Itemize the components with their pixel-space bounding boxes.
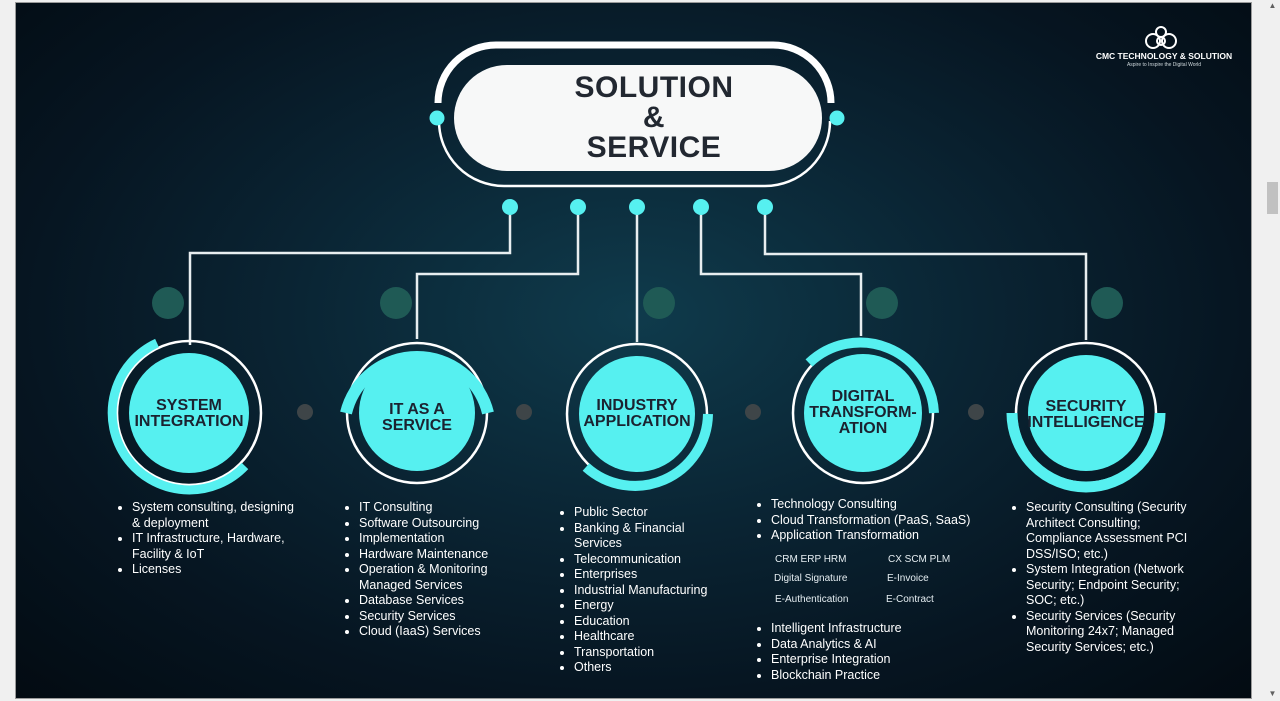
list-item: Data Analytics & AI [771,637,971,653]
list-item: Blockchain Practice [771,668,971,684]
label-industry-application: INDUSTRY APPLICATION [583,397,691,430]
list-item: Licenses [132,562,302,578]
list-item: IT Consulting [359,500,534,516]
circle-security-intelligence [1006,341,1166,493]
list-item: Implementation [359,531,534,547]
list-item: Security Consulting (Security Architect … [1026,500,1206,562]
list-item: Transportation [574,645,734,661]
title-line-3: SERVICE [586,131,722,164]
sub-item: CRM ERP HRM [775,554,847,565]
title-pill [429,41,845,188]
list-industry-application: Public Sector Banking & Financial Servic… [556,505,734,676]
cmc-logo-icon [1145,26,1177,49]
list-item: Hardware Maintenance [359,547,534,563]
list-item: Energy [574,598,734,614]
list-item: Database Services [359,593,534,609]
list-item: Application Transformation [771,528,991,544]
sub-item: E-Contract [886,594,934,605]
connector-dots [502,199,773,215]
list-digital-transformation: Technology Consulting Cloud Transformati… [753,497,991,544]
sub-item: CX SCM PLM [888,554,951,565]
list-item: Intelligent Infrastructure [771,621,971,637]
sub-item: E-Invoice [887,573,929,584]
list-item: Software Outsourcing [359,516,534,532]
list-item: Healthcare [574,629,734,645]
list-item: Security Services (Security Monitoring 2… [1026,609,1206,656]
connector-lines [188,207,1088,345]
circle-digital-transformation [791,337,939,485]
list-item: Cloud Transformation (PaaS, SaaS) [771,513,991,529]
title-line-2: & [642,101,666,134]
label-system-integration: SYSTEM INTEGRATION [134,397,244,430]
list-item: Operation & Monitoring Managed Services [359,562,534,593]
scroll-up-icon[interactable]: ▲ [1268,1,1277,10]
slide: SOLUTION & SERVICE CMC TECHNOLOGY & SOLU… [15,2,1252,699]
list-item: Banking & Financial Services [574,521,734,552]
scroll-down-icon[interactable]: ▼ [1268,689,1277,698]
list-security-intelligence: Security Consulting (Security Architect … [1008,500,1206,655]
list-item: Education [574,614,734,630]
list-item: Enterprises [574,567,734,583]
diagram-graphics [107,26,1177,495]
circle-industry-application [565,342,713,491]
logo-name: CMC TECHNOLOGY & SOLUTION [1095,51,1233,61]
sub-item: Digital Signature [774,573,848,584]
circle-it-as-a-service [340,341,494,485]
list-item: Security Services [359,609,534,625]
label-digital-transformation: DIGITAL TRANSFORM- ATION [809,388,917,437]
list-item: Enterprise Integration [771,652,971,668]
list-item: Public Sector [574,505,734,521]
list-item: Telecommunication [574,552,734,568]
list-digital-transformation-more: Intelligent Infrastructure Data Analytic… [753,621,971,683]
list-it-as-a-service: IT Consulting Software Outsourcing Imple… [341,500,534,640]
list-item: IT Infrastructure, Hardware, Facility & … [132,531,302,562]
logo-tagline: Aspire to Inspire the Digital World [1126,62,1202,68]
sub-item: E-Authentication [775,594,849,605]
circle-system-integration [107,338,263,495]
list-item: System Integration (Network Security; En… [1026,562,1206,609]
page-title: SOLUTION & SERVICE [486,73,822,163]
scrollbar-thumb[interactable] [1267,182,1278,214]
list-item: Cloud (IaaS) Services [359,624,534,640]
decorative-dots [152,287,1123,420]
company-logo: CMC TECHNOLOGY & SOLUTION Aspire to Insp… [1094,25,1234,68]
vertical-scrollbar[interactable] [1265,0,1280,701]
label-it-as-a-service: IT AS A SERVICE [382,401,452,434]
list-item: System consulting, designing & deploymen… [132,500,302,531]
list-item: Industrial Manufacturing [574,583,734,599]
list-item: Others [574,660,734,676]
application-transformation-sublist: CRM ERP HRM CX SCM PLM Digital Signature… [774,553,974,613]
list-item: Technology Consulting [771,497,991,513]
label-security-intelligence: SECURITY INTELLIGENCE [1027,398,1145,431]
list-system-integration: System consulting, designing & deploymen… [114,500,302,578]
title-line-1: SOLUTION [574,71,734,104]
